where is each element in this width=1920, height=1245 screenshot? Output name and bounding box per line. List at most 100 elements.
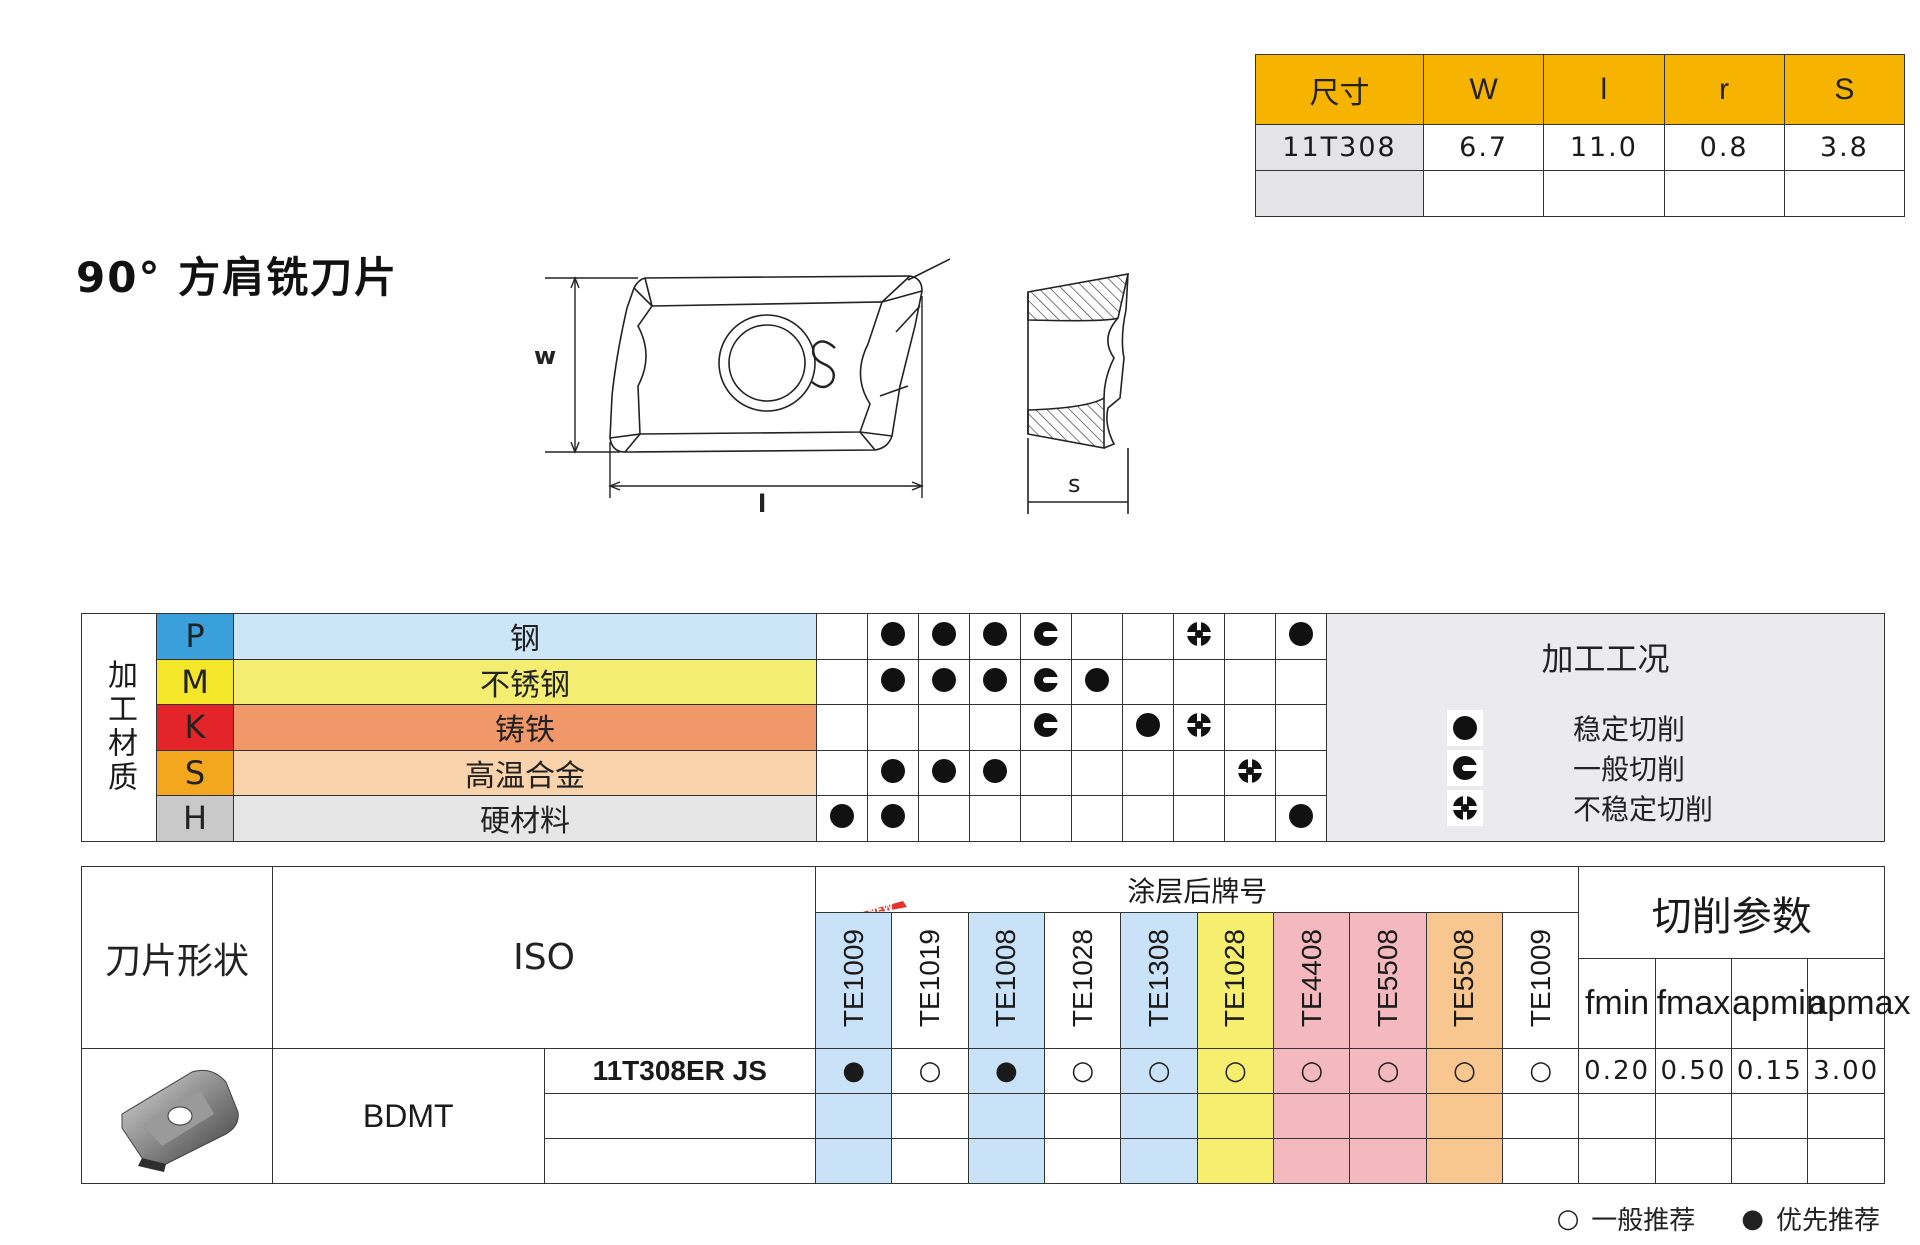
- front-view-dimensions: w l: [534, 276, 924, 518]
- grade-header: TE1019: [891, 912, 969, 1049]
- grade-cell: [1120, 1138, 1198, 1184]
- grade-cell: [967, 1138, 1046, 1184]
- grade-header: TE5508: [1425, 912, 1504, 1049]
- grade-suitability-cell: [1224, 749, 1276, 796]
- grade-suitability-cell: [1173, 795, 1225, 842]
- param-value: 0.50: [1654, 1048, 1733, 1094]
- shape-header: 刀片形状: [81, 866, 273, 1049]
- grade-suitability-cell: [918, 795, 970, 842]
- r-header: r: [1663, 54, 1785, 125]
- grade-suitability-cell: [1020, 704, 1072, 751]
- general-recommend-label: 一般推荐: [1591, 1206, 1696, 1236]
- size-header: 尺寸: [1255, 54, 1424, 125]
- param-value: [1578, 1093, 1656, 1139]
- filled-circle-icon: [1287, 802, 1315, 830]
- grade-suitability-cell: [969, 658, 1021, 705]
- param-value: [1731, 1093, 1809, 1139]
- open-circle-icon: ○: [1044, 1048, 1122, 1094]
- filled-circle-icon: [981, 757, 1009, 785]
- grade-suitability-cell: [1173, 658, 1225, 705]
- grade-suitability-cell: [1122, 704, 1174, 751]
- grade-name: TE5508: [1448, 929, 1480, 1028]
- size-empty-cell: [1255, 170, 1424, 217]
- grade-suitability-cell: [1275, 704, 1327, 751]
- grade-header: TE1009: [1502, 912, 1580, 1049]
- condition-label: 一般切削: [1573, 753, 1686, 786]
- material-code: P: [156, 613, 234, 660]
- grade-suitability-cell: [1224, 613, 1276, 660]
- material-name: 硬材料: [233, 795, 817, 842]
- open-circle-icon: ○: [1425, 1048, 1504, 1094]
- grade-suitability-cell: [969, 613, 1021, 660]
- material-name: 铸铁: [233, 704, 817, 751]
- filled-circle-icon: [930, 757, 958, 785]
- grade-suitability-cell: [1224, 704, 1276, 751]
- page-title: 90° 方肩铣刀片: [76, 253, 399, 302]
- grade-suitability-cell: [867, 704, 919, 751]
- filled-circle-icon: [1134, 711, 1162, 739]
- cross-circle-icon: [1236, 757, 1264, 785]
- material-name: 不锈钢: [233, 658, 817, 705]
- grade-name: TE1308: [1143, 929, 1175, 1028]
- empty-cell: [1783, 170, 1906, 217]
- condition-legend: 加工工况稳定切削一般切削不稳定切削: [1326, 613, 1885, 842]
- half-circle-icon: [1032, 711, 1060, 739]
- grade-cell: [1196, 1138, 1275, 1184]
- filled-circle-icon: ●: [967, 1048, 1046, 1094]
- material-code: M: [156, 658, 234, 705]
- material-name: 高温合金: [233, 749, 817, 796]
- open-circle-icon: ○: [1273, 1048, 1351, 1094]
- grade-name: TE4408: [1295, 929, 1327, 1028]
- filled-circle-icon: [879, 620, 907, 648]
- grade-suitability-cell: [1122, 749, 1174, 796]
- grade-suitability-cell: [1275, 613, 1327, 660]
- filled-circle-icon: [879, 757, 907, 785]
- grade-suitability-cell: [1173, 749, 1225, 796]
- param-header: fmax: [1654, 958, 1733, 1049]
- half-circle-icon: [1032, 620, 1060, 648]
- grade-suitability-cell: [1071, 749, 1123, 796]
- condition-item: 一般切削: [1447, 748, 1884, 788]
- filled-circle-icon: [981, 666, 1009, 694]
- grade-suitability-cell: [969, 795, 1021, 842]
- open-circle-icon: ○: [1502, 1048, 1580, 1094]
- size-table: 尺寸 W l r S 11T308 6.7 11.0 0.8 3.8: [1255, 54, 1906, 217]
- model-cell: 11T308ER JS: [543, 1048, 816, 1094]
- s-label: s: [1068, 470, 1081, 498]
- half-circle-icon: [1447, 750, 1483, 786]
- filled-circle-icon: [981, 620, 1009, 648]
- insert-front-view-drawing: r: [609, 258, 950, 453]
- grade-suitability-cell: [1224, 795, 1276, 842]
- grade-cell: [1349, 1093, 1427, 1139]
- preferred-recommend-label: 优先推荐: [1775, 1206, 1880, 1236]
- empty-cell: [1543, 170, 1665, 217]
- open-circle-icon: ○: [891, 1048, 969, 1094]
- grade-header: TE4408: [1273, 912, 1351, 1049]
- grade-suitability-cell: [918, 658, 970, 705]
- grade-cell: [1273, 1093, 1351, 1139]
- material-code: S: [156, 749, 234, 796]
- open-circle-icon: ○: [1120, 1048, 1198, 1094]
- grade-suitability-cell: [867, 795, 919, 842]
- open-circle-icon: ○: [1556, 1203, 1580, 1234]
- grade-name: TE1028: [1066, 929, 1098, 1028]
- grade-header: TE1028: [1196, 912, 1275, 1049]
- condition-label: 稳定切削: [1573, 713, 1686, 746]
- condition-item: 不稳定切削: [1447, 788, 1884, 828]
- grade-suitability-cell: [1122, 613, 1174, 660]
- grade-suitability-cell: [1071, 613, 1123, 660]
- grade-suitability-cell: [816, 795, 868, 842]
- grade-name: TE5508: [1372, 929, 1404, 1028]
- param-value: [1731, 1138, 1809, 1184]
- filled-circle-icon: ●: [814, 1048, 893, 1094]
- material-code: K: [156, 704, 234, 751]
- grade-cell: [814, 1138, 893, 1184]
- grade-cell: [1044, 1093, 1122, 1139]
- filled-circle-icon: [1083, 666, 1111, 694]
- w-header: W: [1422, 54, 1545, 125]
- empty-cell: [1422, 170, 1545, 217]
- grade-header: TE1008: [967, 912, 1046, 1049]
